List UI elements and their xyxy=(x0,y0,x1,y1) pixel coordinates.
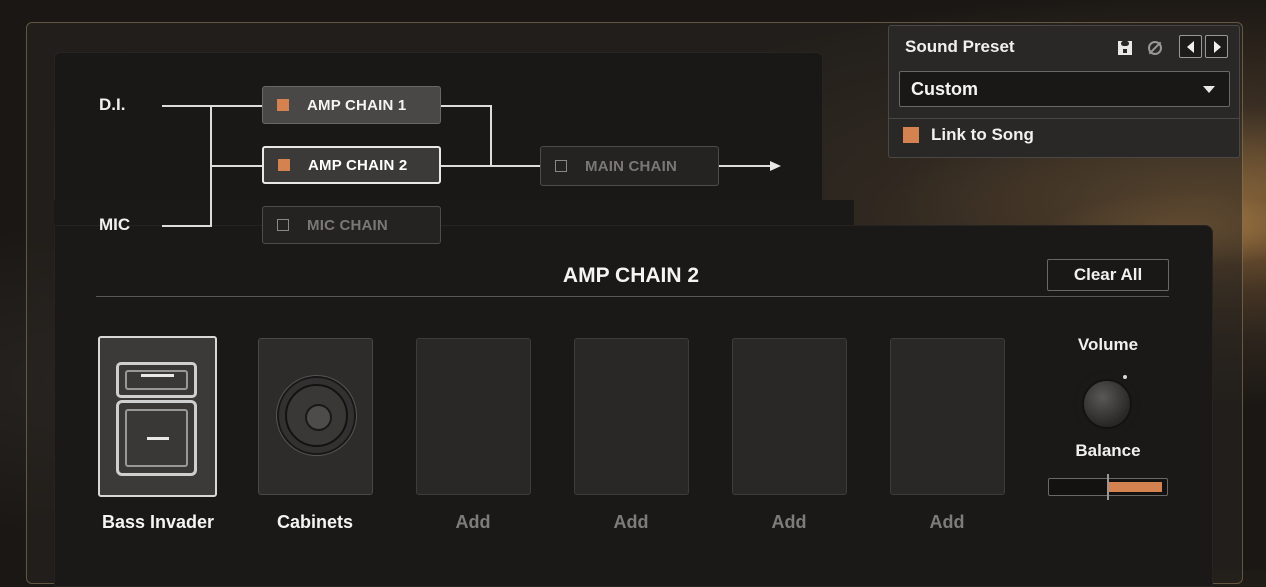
chain-label: MIC CHAIN xyxy=(307,216,388,234)
chain-label: AMP CHAIN 2 xyxy=(308,156,408,174)
amp-slot[interactable] xyxy=(98,336,217,497)
chain-label: MAIN CHAIN xyxy=(585,157,677,175)
output-arrow-icon xyxy=(770,161,781,171)
amp-chain-2-button[interactable]: AMP CHAIN 2 xyxy=(262,146,441,184)
cabinet-slot-label: Cabinets xyxy=(276,512,354,532)
link-to-song-checkbox[interactable] xyxy=(903,127,919,143)
balance-label: Balance xyxy=(1075,441,1141,460)
chain-label: AMP CHAIN 1 xyxy=(307,96,407,114)
input-di-label: D.I. xyxy=(99,95,126,114)
cancel-icon[interactable] xyxy=(1144,37,1166,59)
chain-title: AMP CHAIN 2 xyxy=(0,264,1266,288)
balance-center-mark xyxy=(1107,474,1109,500)
input-mic-label: MIC xyxy=(99,215,131,234)
di-line xyxy=(162,105,212,107)
balance-slider[interactable] xyxy=(1048,474,1168,500)
amp-chain-1-button[interactable]: AMP CHAIN 1 xyxy=(262,86,441,124)
to-chain1-line xyxy=(210,105,262,107)
chain-title-text: AMP CHAIN 2 xyxy=(562,264,700,287)
chevron-down-icon xyxy=(1203,86,1215,93)
knob-indicator xyxy=(1123,375,1127,379)
add-slot-label[interactable]: Add xyxy=(613,512,649,532)
next-preset-button[interactable] xyxy=(1205,35,1228,58)
prev-preset-button[interactable] xyxy=(1179,35,1202,58)
preset-dropdown[interactable]: Custom xyxy=(899,71,1230,107)
add-slot-label[interactable]: Add xyxy=(455,512,491,532)
volume-label: Volume xyxy=(1077,335,1139,354)
volume-knob[interactable] xyxy=(1073,370,1143,438)
cabinet-slot[interactable] xyxy=(258,338,373,495)
preset-value: Custom xyxy=(911,79,978,99)
link-to-song-label[interactable]: Link to Song xyxy=(931,125,1034,144)
mic-chain-button[interactable]: MIC CHAIN xyxy=(262,206,441,244)
section-divider xyxy=(96,296,1169,297)
next-arrow-icon xyxy=(1214,41,1221,53)
chain-enabled-icon[interactable] xyxy=(277,99,289,111)
to-chain2-line xyxy=(210,165,262,167)
empty-slot[interactable] xyxy=(890,338,1005,495)
prev-arrow-icon xyxy=(1187,41,1194,53)
chain-disabled-icon[interactable] xyxy=(555,160,567,172)
balance-fill xyxy=(1109,482,1162,492)
preset-title: Sound Preset xyxy=(905,37,1015,56)
speaker-icon xyxy=(277,376,356,455)
knob-icon xyxy=(1082,379,1132,429)
save-icon[interactable] xyxy=(1114,37,1136,59)
empty-slot[interactable] xyxy=(732,338,847,495)
chain-enabled-icon[interactable] xyxy=(278,159,290,171)
merge-line xyxy=(490,105,492,167)
chain-disabled-icon[interactable] xyxy=(277,219,289,231)
empty-slot[interactable] xyxy=(416,338,531,495)
preset-divider xyxy=(889,118,1239,119)
amp-slot-label: Bass Invader xyxy=(101,512,215,532)
main-chain-button[interactable]: MAIN CHAIN xyxy=(540,146,719,186)
main-out-line xyxy=(719,165,771,167)
add-slot-label[interactable]: Add xyxy=(771,512,807,532)
mic-line xyxy=(162,225,212,227)
chain1-out-line xyxy=(441,105,492,107)
add-slot-label[interactable]: Add xyxy=(929,512,965,532)
clear-all-button[interactable]: Clear All xyxy=(1047,259,1169,291)
sound-preset-panel: Sound Preset Custom Link to Song xyxy=(888,25,1240,158)
empty-slot[interactable] xyxy=(574,338,689,495)
